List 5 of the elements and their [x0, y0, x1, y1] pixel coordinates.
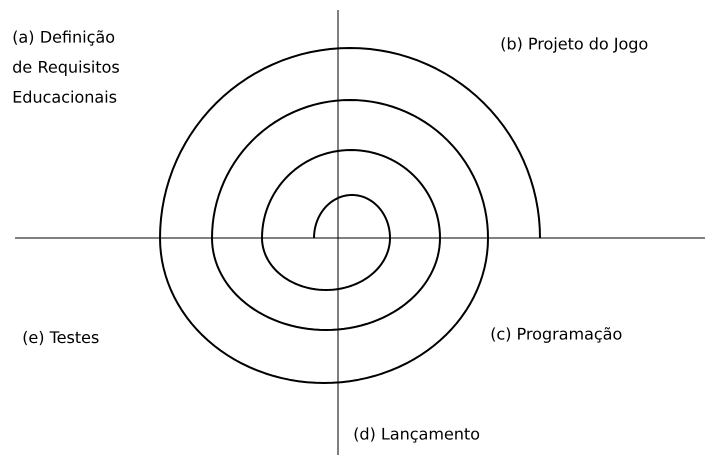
phase-label: (e) Testes	[24, 330, 99, 346]
phase-label: (b) Projeto do Jogo	[502, 37, 648, 53]
phase-label: (c) Programação	[492, 327, 622, 343]
phase-label: (d) Lançamento	[354, 427, 480, 443]
phase-label: (a) Definição de Requisitos Educacionais	[13, 30, 119, 103]
